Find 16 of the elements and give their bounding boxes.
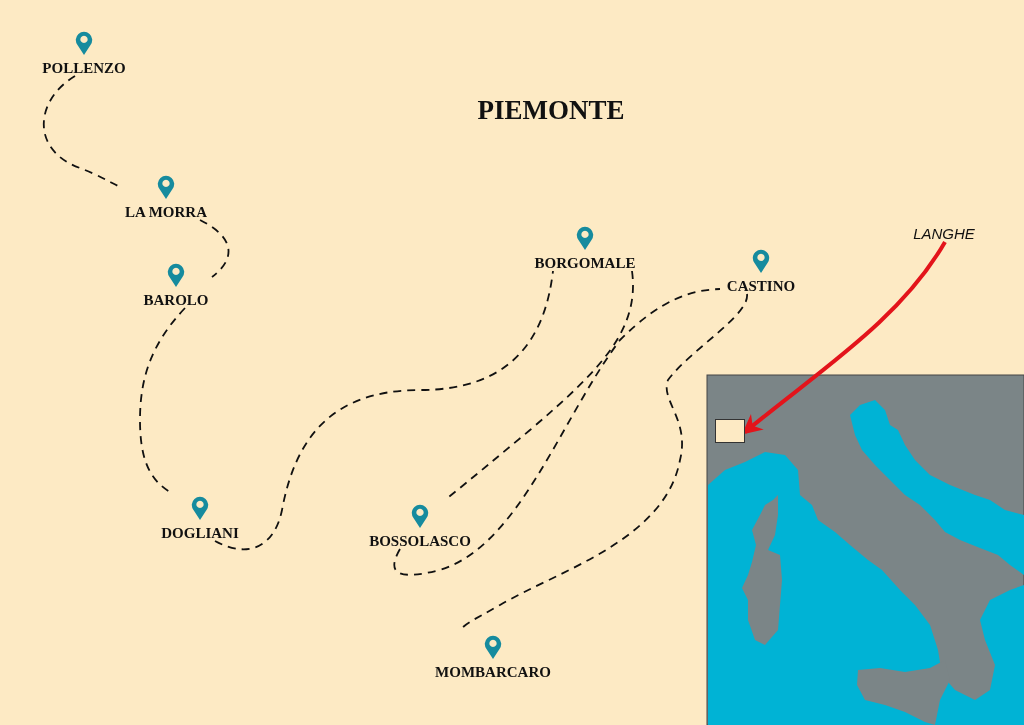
dashed-route-line <box>42 75 119 187</box>
town-label: LA MORRA <box>124 203 208 220</box>
town-label: CASTINO <box>726 277 796 294</box>
region-label: LANGHE <box>913 225 975 242</box>
dashed-route-line <box>214 270 554 551</box>
map-title: PIEMONTE <box>476 95 626 126</box>
town-label: BAROLO <box>143 291 209 308</box>
town-label: MOMBARCARO <box>435 663 551 680</box>
town-label: DOGLIANI <box>161 524 239 541</box>
dashed-route-line <box>393 288 721 576</box>
town-label: BORGOMALE <box>534 254 636 271</box>
highlight-rectangle <box>715 419 745 443</box>
dashed-route-line <box>139 307 186 493</box>
town-label: BOSSOLASCO <box>369 532 471 549</box>
town-label: POLLENZO <box>42 59 126 76</box>
dashed-route-line <box>199 219 230 278</box>
